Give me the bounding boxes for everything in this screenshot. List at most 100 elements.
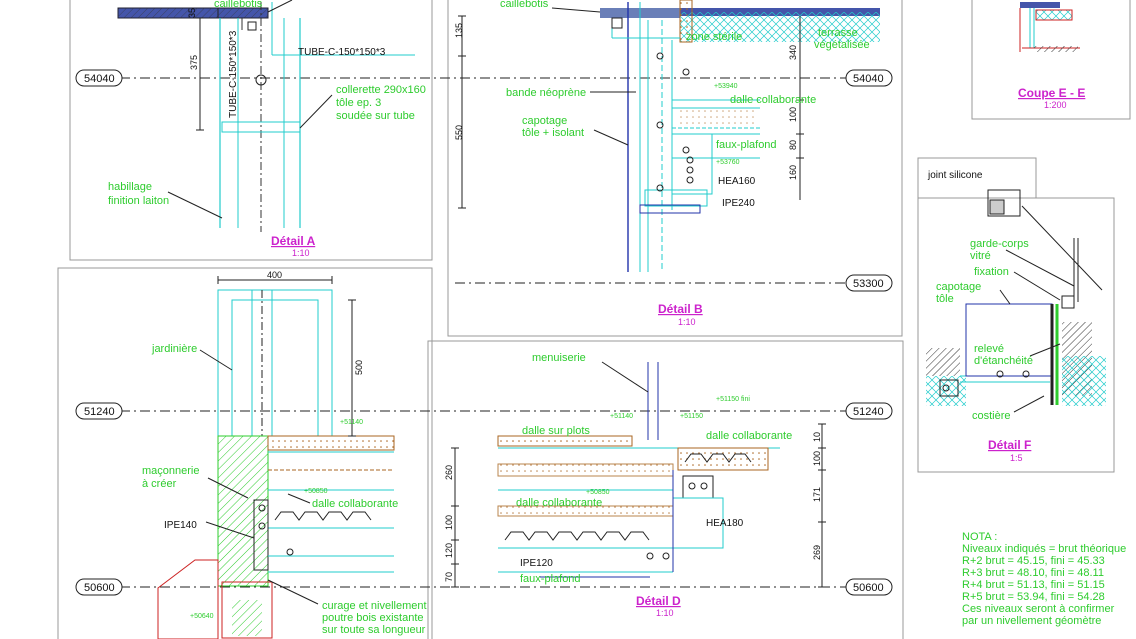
label-dalle-collaborante-d1: dalle collaborante bbox=[706, 430, 792, 442]
label-garde-corps-2: vitré bbox=[970, 250, 991, 262]
dim-b-160: 160 bbox=[788, 165, 798, 180]
dim-b-80: 80 bbox=[788, 140, 798, 150]
label-d-level-3: +51150 fini bbox=[716, 396, 750, 403]
nota-line-2: R+2 brut = 45.15, fini = 45.33 bbox=[962, 555, 1105, 567]
label-maconnerie-1: maçonnerie bbox=[142, 465, 199, 477]
dim-d-70: 70 bbox=[444, 572, 454, 582]
label-terrasse-2: végétalisée bbox=[814, 39, 870, 51]
nota-block: NOTA : Niveaux indiqués = brut théorique… bbox=[962, 531, 1126, 627]
detail-b-title: Détail B bbox=[658, 302, 703, 316]
label-releve-2: d'étanchéité bbox=[974, 355, 1033, 367]
label-hea180: HEA180 bbox=[706, 518, 744, 529]
dim-b-100: 100 bbox=[788, 107, 798, 122]
label-d-level-4: +50850 bbox=[586, 489, 610, 496]
dim-d-100b: 100 bbox=[444, 515, 454, 530]
nota-line-1: Niveaux indiqués = brut théorique bbox=[962, 543, 1126, 555]
label-fixation: fixation bbox=[974, 266, 1009, 278]
label-habillage-1: habillage bbox=[108, 181, 152, 193]
label-b-level-1: +53940 bbox=[714, 83, 738, 90]
dim-d-260: 260 bbox=[444, 465, 454, 480]
detail-a-scale: 1:10 bbox=[292, 248, 310, 258]
nota-title: NOTA : bbox=[962, 531, 997, 543]
label-faux-plafond-b: faux-plafond bbox=[716, 139, 777, 151]
level-50600-left: 50600 bbox=[84, 582, 115, 594]
level-54040-right: 54040 bbox=[853, 73, 884, 85]
label-collerette-3: soudée sur tube bbox=[336, 110, 415, 122]
label-c-level-1: +51140 bbox=[340, 419, 363, 426]
detail-d-scale: 1:10 bbox=[656, 608, 674, 618]
label-caillebotis-b: caillebotis bbox=[500, 0, 549, 10]
coupe-e-scale: 1:200 bbox=[1044, 100, 1067, 110]
nota-line-4: R+4 brut = 51.13, fini = 51.15 bbox=[962, 579, 1105, 591]
dim-b-340: 340 bbox=[788, 45, 798, 60]
detail-f-title: Détail F bbox=[988, 438, 1031, 452]
detail-c-drawing bbox=[157, 276, 395, 639]
label-c-level-2: +50850 bbox=[304, 488, 328, 495]
dim-d-269: 269 bbox=[812, 545, 822, 560]
label-jardiniere: jardinière bbox=[151, 343, 197, 355]
label-tube: TUBE-C-150*150*3 bbox=[298, 47, 386, 58]
dim-d-171: 171 bbox=[812, 487, 822, 502]
detail-d-drawing bbox=[451, 361, 826, 588]
nota-line-3: R+3 brut = 48.10, fini = 48.11 bbox=[962, 567, 1104, 579]
label-tube-vertical: TUBE-C-150*150*3 bbox=[228, 30, 239, 118]
label-garde-corps-1: garde-corps bbox=[970, 238, 1029, 250]
dim-d-100: 100 bbox=[812, 451, 822, 466]
label-caillebotis-a: caillebotis bbox=[214, 0, 263, 10]
label-menuiserie: menuiserie bbox=[532, 352, 586, 364]
label-dalle-sur-plots: dalle sur plots bbox=[522, 425, 590, 437]
dim-d-10: 10 bbox=[812, 432, 822, 442]
label-maconnerie-2: à créer bbox=[142, 478, 177, 490]
frame-lines bbox=[57, 0, 1131, 639]
label-capotage-2: tôle + isolant bbox=[522, 127, 584, 139]
level-51240-left: 51240 bbox=[84, 406, 115, 418]
label-curage-3: sur toute sa longueur bbox=[322, 624, 426, 636]
label-b-level-2: +53760 bbox=[716, 159, 740, 166]
detail-b-scale: 1:10 bbox=[678, 317, 696, 327]
coupe-e-drawing bbox=[1019, 2, 1080, 52]
dim-d-120: 120 bbox=[444, 543, 454, 558]
label-habillage-2: finition laiton bbox=[108, 195, 169, 207]
label-releve-1: relevé bbox=[974, 343, 1004, 355]
label-capotage-tole-1: capotage bbox=[936, 281, 981, 293]
dim-b-135: 135 bbox=[454, 23, 464, 38]
detail-a-title: Détail A bbox=[271, 234, 316, 248]
dim-a-35: 35 bbox=[187, 8, 197, 18]
label-dalle-collaborante-c: dalle collaborante bbox=[312, 498, 398, 510]
detail-b-drawing bbox=[458, 0, 880, 272]
level-53300: 53300 bbox=[853, 278, 884, 290]
label-ipe120: IPE120 bbox=[520, 558, 553, 569]
label-bande-neoprene: bande néoprène bbox=[506, 87, 586, 99]
label-joint-silicone: joint silicone bbox=[927, 170, 983, 181]
label-zone-sterile: zone stérile bbox=[686, 31, 742, 43]
level-50600-right: 50600 bbox=[853, 582, 884, 594]
label-collerette-1: collerette 290x160 bbox=[336, 84, 426, 96]
level-tags bbox=[75, 69, 893, 596]
dim-c-500: 500 bbox=[354, 360, 364, 375]
coupe-e-title: Coupe E - E bbox=[1018, 86, 1085, 100]
level-54040-left: 54040 bbox=[84, 73, 115, 85]
label-dalle-collaborante-d2: dalle collaborante bbox=[516, 497, 602, 509]
label-ipe140: IPE140 bbox=[164, 520, 197, 531]
label-costiere: costière bbox=[972, 410, 1011, 422]
detail-a-drawing bbox=[117, 0, 415, 232]
label-curage-1: curage et nivellement bbox=[322, 600, 427, 612]
detail-f-drawing bbox=[926, 189, 1106, 413]
label-terrasse-1: terrasse bbox=[818, 27, 858, 39]
label-faux-plafond-d: faux-plafond bbox=[520, 573, 581, 585]
label-d-level-1: +51140 bbox=[610, 413, 633, 420]
label-c-level-3: +50640 bbox=[190, 613, 214, 620]
nota-line-7: par un nivellement géomètre bbox=[962, 615, 1101, 627]
level-lines bbox=[120, 77, 846, 588]
dim-a-375: 375 bbox=[189, 55, 199, 70]
nota-line-6: Ces niveaux seront à confirmer bbox=[962, 603, 1115, 615]
dim-c-400: 400 bbox=[267, 270, 282, 280]
label-dalle-collaborante-b: dalle collaborante bbox=[730, 94, 816, 106]
label-d-level-2: +51150 bbox=[680, 413, 703, 420]
label-collerette-2: tôle ep. 3 bbox=[336, 97, 381, 109]
label-capotage-1: capotage bbox=[522, 115, 567, 127]
detail-f-scale: 1:5 bbox=[1010, 453, 1023, 463]
nota-line-5: R+5 brut = 53.94, fini = 54.28 bbox=[962, 591, 1105, 603]
level-51240-right: 51240 bbox=[853, 406, 884, 418]
